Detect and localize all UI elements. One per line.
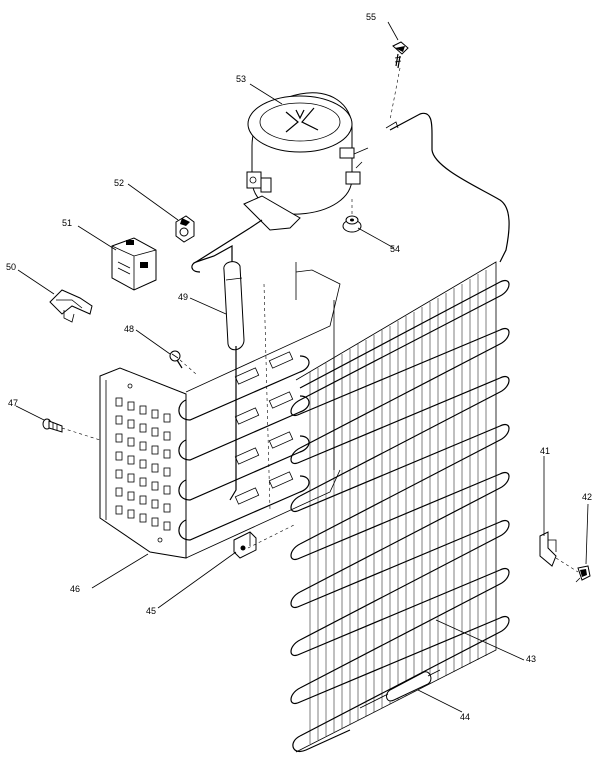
clip-52 [175,215,195,243]
label-53: 53 [236,74,246,84]
clamp-45 [233,531,257,559]
label-50: 50 [6,262,16,272]
drier-44 [359,669,441,709]
label-51: 51 [62,218,72,228]
panel-holes [115,397,171,531]
back-panel-46 [99,367,187,559]
label-41: 41 [540,446,550,456]
screw-47 [42,418,63,433]
screw-48 [169,350,183,369]
condenser-coil-43 [249,112,510,753]
condenser-wires [309,270,487,744]
leader-lines [15,21,589,713]
label-44: 44 [460,712,470,722]
left-serpentine-tube [178,355,310,541]
side-support-plate [185,262,341,559]
label-55: 55 [366,12,376,22]
terminal-cover-51 [111,237,157,291]
label-46: 46 [70,584,80,594]
label-52: 52 [114,178,124,188]
grommet-54 [342,215,362,233]
screw-42 [575,565,591,583]
label-42: 42 [582,492,592,502]
condenser-tube-loops [290,280,510,752]
assembly-guide-lines [61,67,579,573]
label-54: 54 [390,244,400,254]
compressor [243,92,369,231]
label-48: 48 [124,324,134,334]
label-45: 45 [146,606,156,616]
bracket-41 [539,531,557,567]
label-43: 43 [526,654,536,664]
accumulator-49 [191,227,251,501]
part-labels: 55 53 52 51 54 50 49 48 47 41 42 46 45 4… [6,12,592,722]
label-47: 47 [8,398,18,408]
label-49: 49 [178,292,188,302]
clamp-50 [49,289,93,323]
screw-55 [392,41,409,69]
